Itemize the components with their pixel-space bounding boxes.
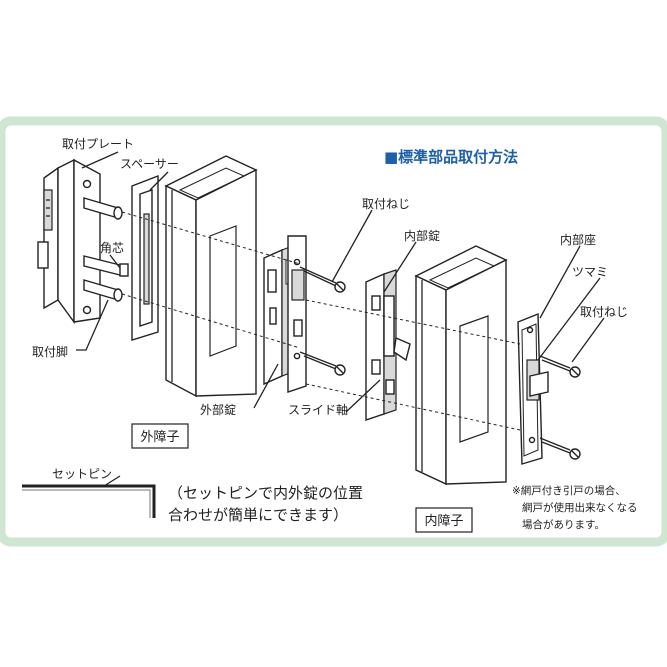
set-pin-part (22, 475, 156, 518)
label-mounting-leg: 取付脚 (32, 344, 68, 359)
spacer-part (131, 174, 159, 341)
label-mounting-screw-2: 取付ねじ (580, 305, 628, 319)
label-outer-stile: 外障子 (140, 430, 179, 445)
alignment-lines (121, 211, 521, 431)
outer-stile-part (164, 155, 258, 398)
note-line1: ※網戸付き引戸の場合、 (512, 484, 626, 497)
mounting-screw-right-upper (539, 355, 581, 378)
set-pin-desc-line1: （セットピンで内外錠の位置 (168, 484, 363, 502)
set-pin-desc-line2: 合わせが簡単にできます） (168, 506, 348, 524)
diagram-title: ■標準部品取付方法 (384, 148, 518, 166)
label-knob: ツマミ (572, 265, 608, 279)
label-set-pin: セットピン (52, 467, 112, 481)
mounting-screw-lower (299, 351, 346, 376)
inner-lock-part (365, 269, 411, 421)
note-line3: 場合があります。 (522, 518, 605, 531)
label-spacer: スペーサー (120, 157, 179, 171)
label-mounting-screw-1: 取付ねじ (362, 197, 410, 211)
outer-stile-label-box (131, 423, 189, 449)
label-inner-seat: 内部座 (560, 232, 596, 247)
mounting-screw-right-lower (539, 437, 581, 460)
label-inner-stile: 内障子 (424, 513, 463, 529)
label-square-core: 角芯 (100, 241, 124, 255)
inner-stile-label-box (415, 507, 473, 533)
label-mounting-plate: 取付プレート (62, 137, 134, 151)
inner-stile-part (414, 245, 508, 486)
mounting-screw-upper (299, 266, 346, 293)
mounting-plate-part (37, 158, 129, 325)
inner-seat-part (517, 312, 549, 465)
label-outer-lock: 外部錠 (200, 402, 236, 417)
note-line2: 網戸が使用出来なくなる (522, 501, 638, 514)
label-inner-lock: 内部錠 (404, 228, 440, 243)
label-slide-shaft: スライド軸 (288, 403, 348, 417)
